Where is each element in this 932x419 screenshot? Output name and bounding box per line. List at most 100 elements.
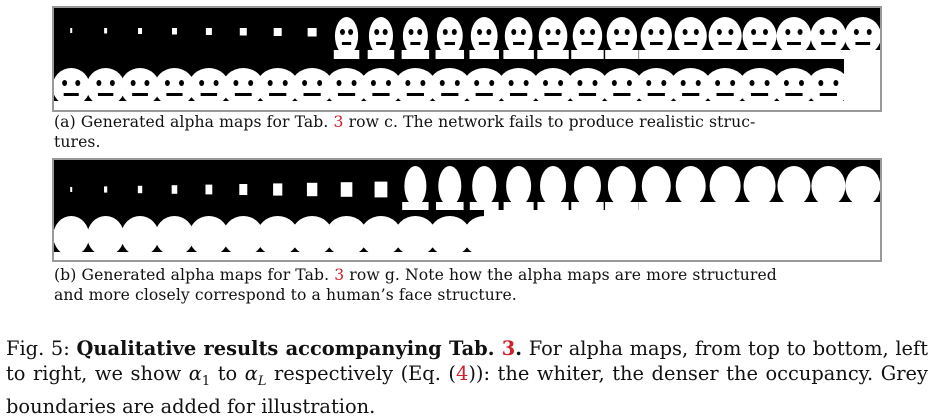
alpha-map-tile [401, 17, 430, 59]
alpha-map-tile [537, 166, 569, 210]
alpha-map-tile [469, 166, 499, 210]
equation-ref[interactable]: 4 [456, 362, 469, 385]
alpha-map-tile [171, 28, 177, 35]
alpha-map-tile [171, 185, 178, 194]
alpha-map-tile [402, 166, 429, 210]
alpha-map-tile [605, 17, 639, 59]
alpha-map-tile [54, 216, 93, 260]
alpha-map-tile [254, 68, 302, 110]
alpha-map-tile [804, 68, 853, 110]
alpha-map-tile [842, 17, 880, 59]
alpha-map-tile [537, 17, 569, 59]
figure-text-to: to [217, 362, 238, 385]
subcaption-a: (a) Generated alpha maps for Tab. 3 row … [54, 112, 884, 152]
alpha-map-tile [70, 187, 73, 192]
alpha-map-tile [137, 185, 143, 194]
figure-caption: Fig. 5: Qualitative results accompanying… [6, 336, 928, 419]
alpha-map-tile [151, 216, 198, 260]
alpha-map-tile [355, 216, 407, 260]
alpha-map-tile [770, 68, 818, 110]
alpha-map-tile [220, 68, 267, 110]
alpha-map-tile [104, 28, 108, 34]
alpha-map-tile [571, 166, 604, 210]
subcaption-a-line2: tures. [54, 133, 101, 151]
alpha-map-tile [117, 216, 163, 260]
alpha-map-tile [435, 166, 464, 210]
alpha-map-tile [460, 68, 508, 110]
alpha-map-tile [306, 182, 318, 197]
alpha-map-tile [333, 17, 360, 59]
alpha-map-tile [307, 28, 317, 37]
subcaption-b-table-ref[interactable]: 3 [334, 266, 345, 284]
alpha-map-tile [138, 28, 143, 34]
alpha-map-tile [426, 68, 474, 110]
figure-label: Fig. 5: [6, 337, 70, 360]
alpha-map-tile [83, 216, 128, 260]
alpha-maps-image-a [54, 17, 880, 110]
alpha-map-tile [774, 166, 814, 210]
alpha-map-tile [701, 68, 749, 110]
alpha-1-symbol: α1 [188, 362, 211, 389]
alpha-map-tile [322, 68, 371, 110]
alpha-map-tile [529, 68, 577, 110]
alpha-map-tile [494, 68, 543, 110]
subcaption-b-prefix: (b) Generated alpha maps for Tab. [54, 266, 330, 284]
alpha-map-tile [340, 182, 353, 197]
alpha-map-tile [706, 166, 744, 210]
alpha-map-tile [288, 68, 336, 110]
alpha-map-tile [357, 68, 405, 110]
subcaption-a-text: row c. The network fails to produce real… [348, 113, 756, 131]
alpha-map-tile [469, 17, 499, 59]
alpha-map-tile [841, 166, 880, 210]
alpha-maps-grid-row-c [52, 6, 882, 112]
alpha-map-tile [273, 28, 282, 36]
alpha-map-tile [735, 68, 784, 110]
alpha-map-tile [367, 17, 395, 59]
alpha-map-tile [184, 216, 233, 260]
alpha-map-tile [706, 17, 744, 59]
alpha-map-tile [186, 68, 232, 110]
figure-bold-title: Qualitative results accompanying Tab. 3. [76, 337, 523, 360]
subcaption-b: (b) Generated alpha maps for Tab. 3 row … [54, 265, 884, 305]
figure-text-1: For alpha maps, from top to bottom, left… [6, 337, 928, 385]
alpha-map-tile [672, 166, 709, 210]
alpha-map-tile [84, 68, 127, 110]
alpha-map-tile [218, 216, 268, 260]
alpha-map-tile [205, 28, 212, 35]
alpha-map-tile [435, 17, 465, 59]
alpha-map-tile [672, 17, 709, 59]
alpha-L-symbol: αL [244, 362, 267, 389]
alpha-map-tile [563, 68, 612, 110]
alpha-map-tile [503, 166, 534, 210]
alpha-map-tile [390, 216, 441, 260]
alpha-maps-image-b [54, 166, 880, 260]
figure-text-3: )): the whiter, the denser the occupancy… [6, 362, 928, 418]
alpha-map-tile [503, 17, 534, 59]
alpha-map-tile [104, 186, 108, 193]
figure-text-2: respectively (Eq. ( [274, 362, 456, 385]
alpha-map-tile [321, 216, 372, 260]
alpha-map-tile [424, 216, 475, 260]
alpha-map-tile [807, 166, 849, 210]
figure-table-ref[interactable]: 3 [501, 337, 516, 360]
alpha-map-tile [808, 17, 849, 59]
alpha-map-tile [252, 216, 303, 260]
alpha-maps-grid-row-g [52, 158, 882, 262]
subcaption-a-prefix: (a) Generated alpha maps for Tab. [54, 113, 329, 131]
alpha-map-tile [667, 68, 715, 110]
alpha-map-tile [374, 181, 388, 198]
alpha-map-tile [205, 184, 213, 195]
alpha-map-tile [152, 68, 197, 110]
alpha-map-tile [632, 68, 680, 110]
alpha-map-tile [605, 166, 639, 210]
alpha-map-tile [638, 166, 674, 210]
alpha-map-tile [639, 17, 674, 59]
subcaption-b-text: row g. Note how the alpha maps are more … [349, 266, 777, 284]
alpha-map-tile [774, 17, 814, 59]
subcaption-b-line2: and more closely correspond to a human’s… [54, 286, 517, 304]
subcaption-a-table-ref[interactable]: 3 [333, 113, 344, 131]
alpha-map-tile [54, 68, 92, 110]
alpha-map-tile [118, 68, 162, 110]
alpha-map-tile [273, 183, 283, 196]
alpha-map-tile [740, 17, 779, 59]
